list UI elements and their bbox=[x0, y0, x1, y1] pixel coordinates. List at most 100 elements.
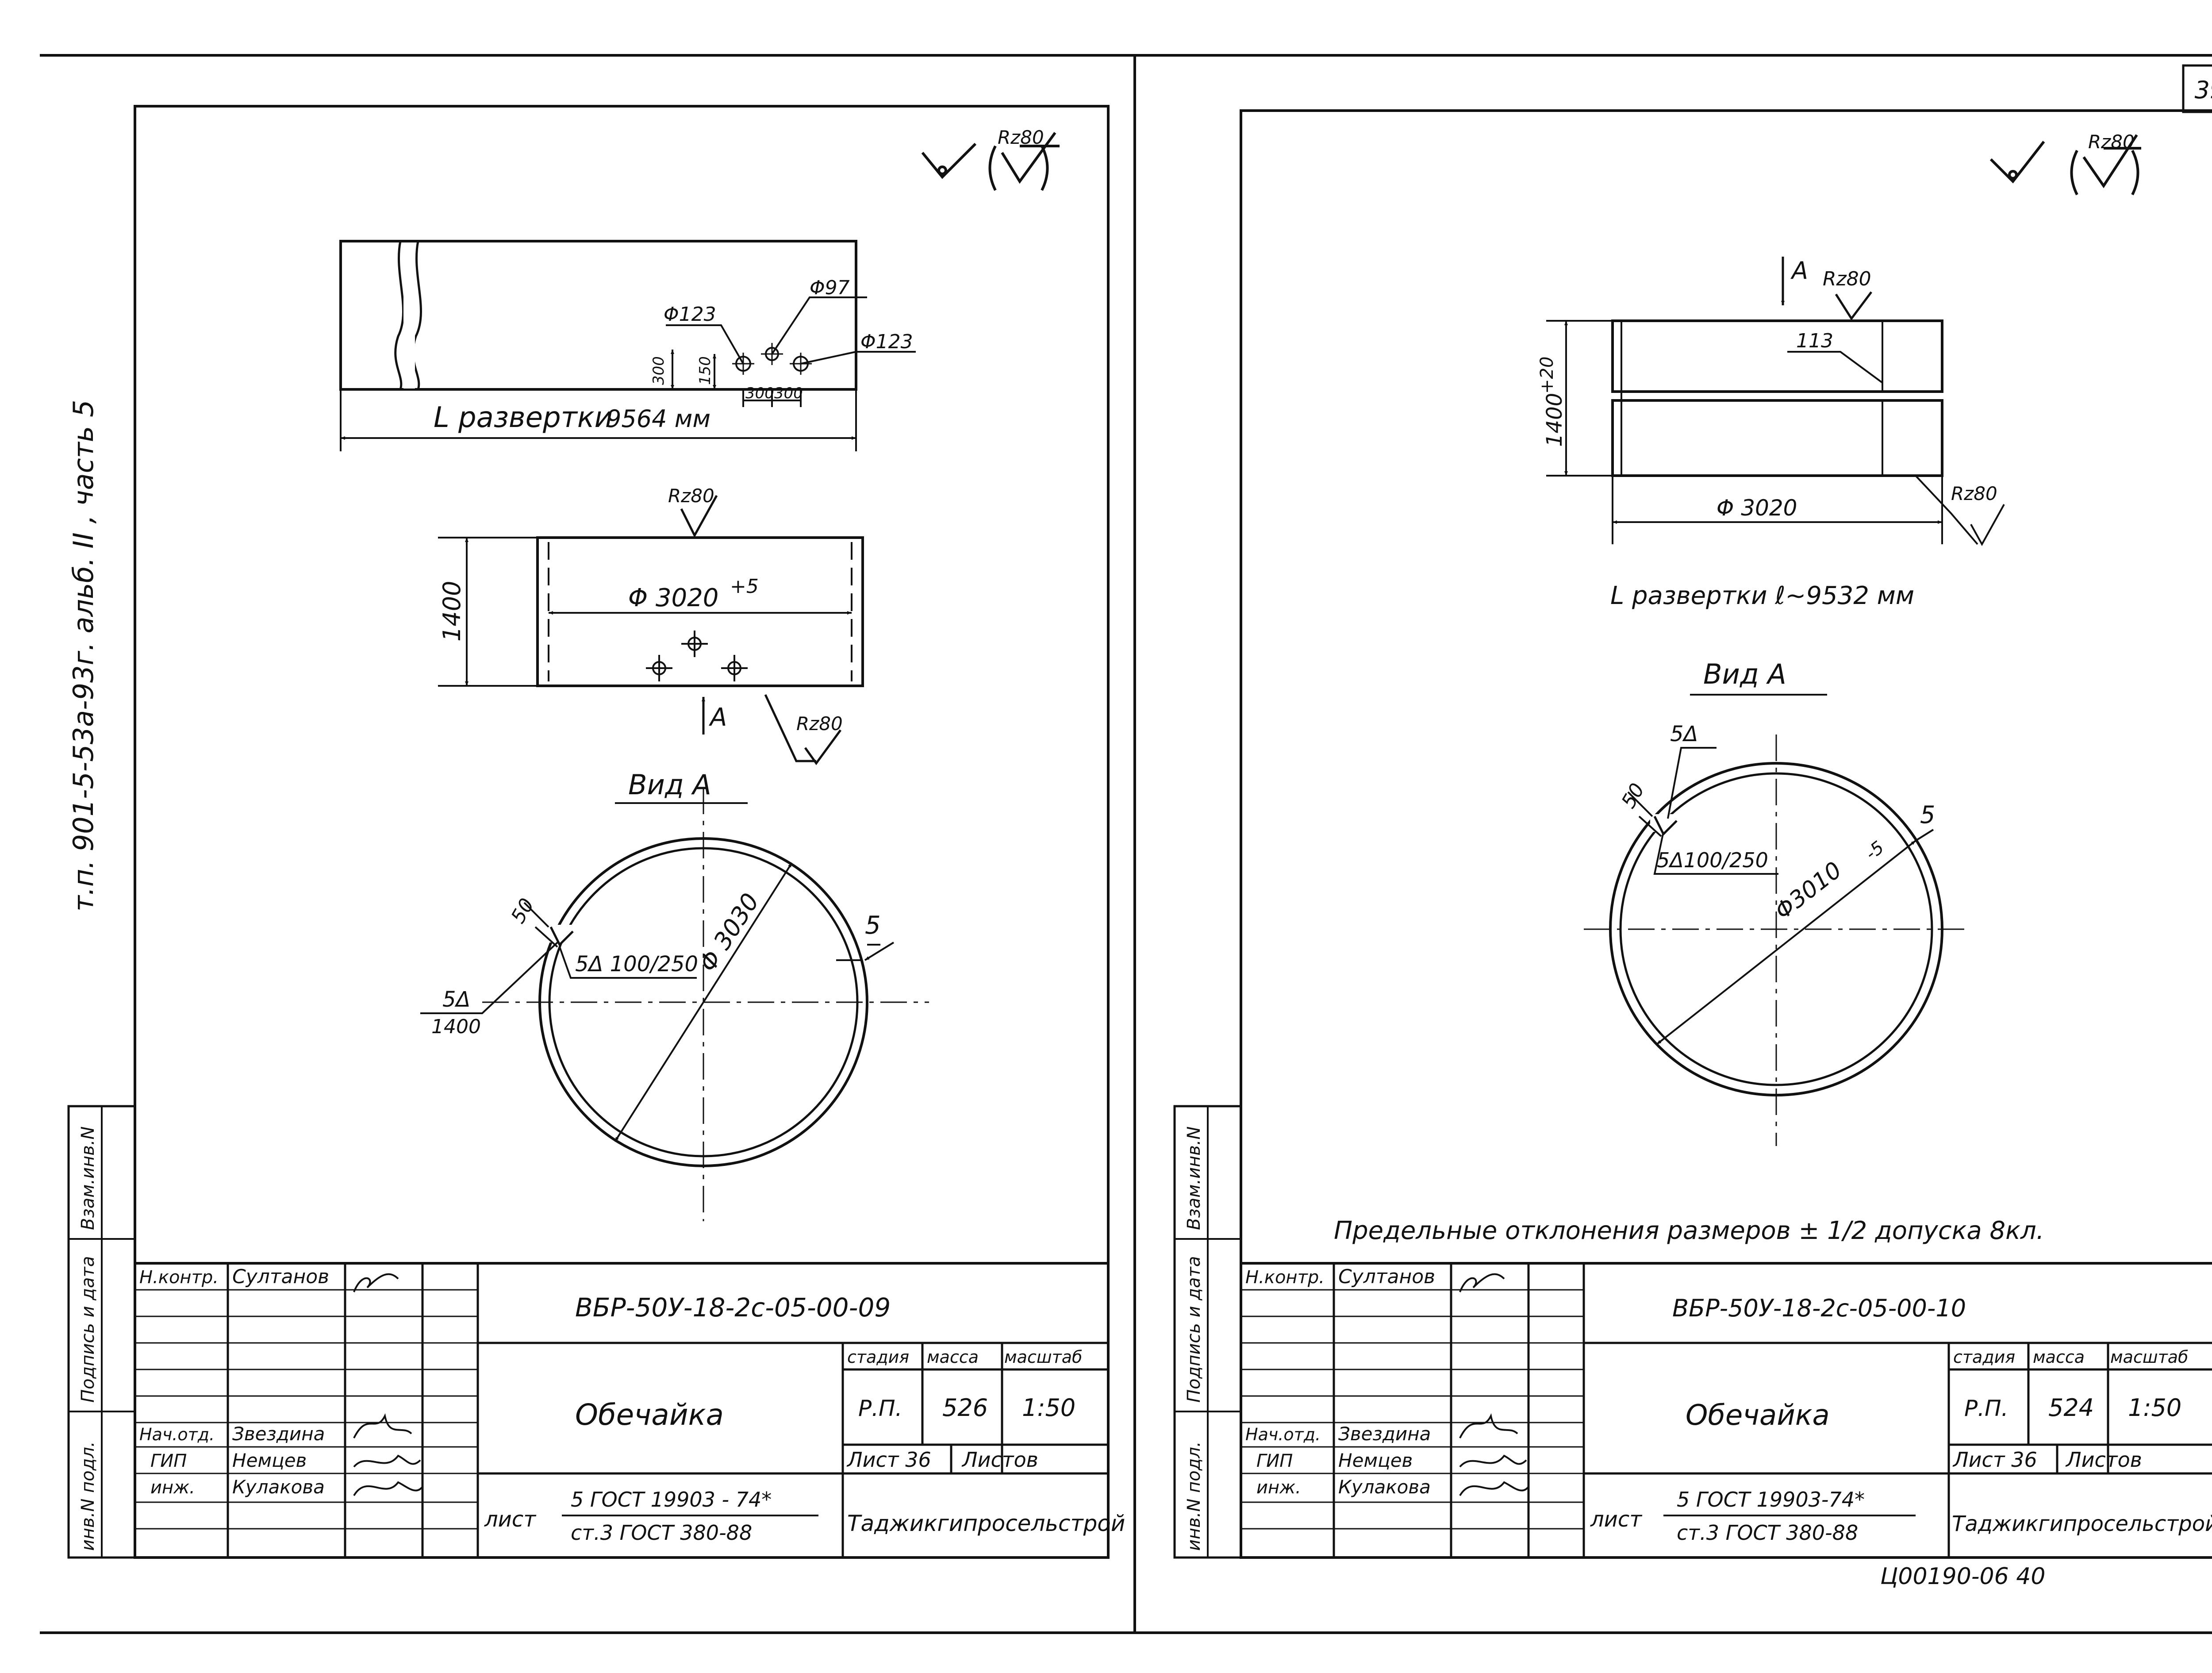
head-scale-left: масштаб bbox=[1004, 1347, 1082, 1367]
ring-length-note: L развертки ℓ~9532 мм bbox=[1610, 581, 1914, 610]
material-den-left: ст.3 ГОСТ 380-88 bbox=[571, 1521, 752, 1545]
right-frame bbox=[1240, 109, 2212, 1559]
roughness-label-left: Rz80 bbox=[998, 127, 1044, 148]
doc-code-left: ВБР-50У-18-2с-05-00-09 bbox=[575, 1292, 891, 1323]
roughness-symbol-right: Rz80 bbox=[1989, 131, 2141, 196]
head-scale-right: масштаб bbox=[2110, 1347, 2188, 1367]
head-mass-right: масса bbox=[2033, 1347, 2085, 1367]
name-gip-right: Немцев bbox=[1338, 1450, 1413, 1471]
hole-label-2: Φ97 bbox=[810, 277, 850, 299]
material-num-left: 5 ГОСТ 19903 - 74* bbox=[571, 1488, 772, 1511]
doc-title-right: Обечайка bbox=[1686, 1399, 1830, 1432]
stamp-label-replacement-r: Взам.инв.N bbox=[1184, 1127, 1204, 1230]
material-den-right: ст.3 ГОСТ 380-88 bbox=[1677, 1521, 1858, 1545]
weld-top-right: 5Δ bbox=[1670, 722, 1698, 746]
view-a-thickness-right: 5 bbox=[1920, 801, 1935, 829]
name-head-left: Звездина bbox=[232, 1423, 325, 1445]
right-side-stamp: инв.N подл. Подпись и дата Взам.инв.N bbox=[1173, 1105, 1242, 1559]
strip-length-value: 9564 мм bbox=[606, 405, 710, 433]
sheet-frame bbox=[40, 54, 2212, 1634]
ring-side-view: A Rz80 113 1400 +20 Φ 3020 bbox=[1537, 257, 2005, 610]
view-a-diameter-left: Φ 3030 bbox=[694, 888, 764, 977]
stamp-label-replacement: Взам.инв.N bbox=[78, 1127, 98, 1230]
head-mass-left: масса bbox=[927, 1347, 979, 1367]
hole-label-1: Φ123 bbox=[664, 303, 716, 326]
doc-title-left: Обечайка bbox=[575, 1398, 724, 1432]
shell-height: 1400 bbox=[438, 581, 466, 642]
name-gip-left: Немцев bbox=[232, 1450, 307, 1471]
name-eng-left: Кулакова bbox=[232, 1476, 325, 1498]
sheet-no-left: Лист 36 bbox=[846, 1448, 931, 1472]
shell-diameter: Φ 3020 bbox=[628, 584, 718, 612]
stamp-label-signature: Подпись и дата bbox=[78, 1256, 98, 1403]
title-block-right: Н.контр. Султанов Нач.отд. Звездина ГИП … bbox=[1240, 1262, 2212, 1559]
view-a-title-right: Вид A bbox=[1703, 658, 1786, 690]
mass-value-left: 526 bbox=[942, 1394, 988, 1422]
strip-length-label: L развертки bbox=[434, 401, 613, 434]
stage-value-left: Р.П. bbox=[858, 1396, 902, 1421]
view-arrow-label: A bbox=[709, 703, 727, 732]
dim-300-vertical: 300 bbox=[650, 356, 668, 385]
weld-left-den: 1400 bbox=[431, 1015, 481, 1038]
footer-code: Ц00190-06 40 bbox=[1880, 1563, 2045, 1590]
ring-height-tol: +20 bbox=[1537, 357, 1557, 394]
signatures-right bbox=[1459, 1273, 1529, 1496]
role-gip-right: ГИП bbox=[1256, 1451, 1293, 1471]
material-num-right: 5 ГОСТ 19903-74* bbox=[1677, 1488, 1865, 1511]
role-head-left: Нач.отд. bbox=[139, 1425, 215, 1444]
doc-code-right: ВБР-50У-18-2с-05-00-10 bbox=[1672, 1294, 1966, 1322]
sheets-label-left: Листов bbox=[961, 1448, 1038, 1472]
shell-roughness: Rz80 bbox=[668, 485, 714, 507]
ring-diameter: Φ 3020 bbox=[1717, 495, 1797, 521]
role-eng-left: инж. bbox=[150, 1477, 195, 1498]
right-sheet: инв.N подл. Подпись и дата Взам.инв.N Rz… bbox=[1173, 109, 2212, 1590]
signatures-left bbox=[353, 1273, 423, 1496]
name-eng-right: Кулакова bbox=[1338, 1476, 1431, 1498]
weld-inner-left: 5Δ 100/250 bbox=[575, 952, 698, 977]
ring-height: 1400 bbox=[1542, 393, 1567, 447]
org-right: Таджикгипросельстрой bbox=[1952, 1511, 2212, 1536]
material-prefix-left: лист bbox=[484, 1507, 537, 1532]
view-a-title-left: Вид A bbox=[628, 769, 711, 801]
head-stage-right: стадия bbox=[1953, 1347, 2015, 1367]
role-gip-left: ГИП bbox=[150, 1451, 187, 1471]
name-control-right: Султанов bbox=[1338, 1265, 1435, 1288]
role-head-right: Нач.отд. bbox=[1245, 1425, 1321, 1444]
role-control-left: Н.контр. bbox=[139, 1267, 219, 1288]
left-side-stamp: инв.N подл. Подпись и дата Взам.инв.N bbox=[67, 1105, 136, 1559]
roughness-side-right: Rz80 bbox=[1951, 483, 1997, 504]
role-eng-right: инж. bbox=[1256, 1477, 1301, 1498]
tolerance-note: Предельные отклонения размеров ± 1/2 доп… bbox=[1334, 1216, 2044, 1245]
seam-offset: 113 bbox=[1796, 330, 1833, 352]
shell-diameter-tol: +5 bbox=[730, 575, 759, 598]
view-a-left: Вид A Φ 3030 5 bbox=[420, 769, 929, 1221]
stamp-label-original: инв.N подл. bbox=[78, 1441, 98, 1551]
stage-value-right: Р.П. bbox=[1964, 1396, 2008, 1421]
roughness-top-right: Rz80 bbox=[1823, 268, 1871, 290]
dim-150-vertical: 150 bbox=[696, 356, 714, 385]
weld-left-num: 5Δ bbox=[442, 987, 470, 1012]
scale-value-right: 1:50 bbox=[2128, 1394, 2181, 1422]
org-left: Таджикгипросельстрой bbox=[847, 1511, 1125, 1536]
view-arrow-right: A bbox=[1790, 257, 1808, 285]
album-reference: т.п. 901-5-53а-93г. альб. II , часть 5 bbox=[67, 400, 100, 911]
view-a-diameter-tol-right: -5 bbox=[1862, 837, 1888, 864]
dim-300-horizontal-a: 300 bbox=[745, 385, 774, 402]
stamp-label-signature-r: Подпись и дата bbox=[1184, 1256, 1204, 1403]
role-control-right: Н.контр. bbox=[1245, 1267, 1325, 1288]
view-a-thickness-left: 5 bbox=[865, 911, 881, 940]
material-prefix-right: лист bbox=[1590, 1507, 1643, 1532]
view-a-right: Вид A Φ3010 -5 5 5Δ 50 bbox=[1584, 658, 1964, 1146]
sheet-no-right: Лист 36 bbox=[1952, 1448, 2037, 1472]
head-stage-left: стадия bbox=[847, 1347, 909, 1367]
mass-value-right: 524 bbox=[2048, 1394, 2094, 1422]
name-head-right: Звездина bbox=[1338, 1423, 1431, 1445]
left-sheet: инв.N подл. Подпись и дата Взам.инв.N Rz… bbox=[67, 105, 1125, 1559]
name-control-left: Султанов bbox=[232, 1265, 329, 1288]
shell-roughness-bottom: Rz80 bbox=[796, 713, 843, 735]
roughness-symbol-left: Rz80 bbox=[921, 127, 1060, 191]
view-a-gap-left: 50 bbox=[507, 895, 538, 927]
dim-300-horizontal-b: 300 bbox=[774, 385, 803, 402]
view-a-diameter-right: Φ3010 bbox=[1770, 857, 1847, 925]
sheets-label-right: Листов bbox=[2065, 1448, 2142, 1472]
